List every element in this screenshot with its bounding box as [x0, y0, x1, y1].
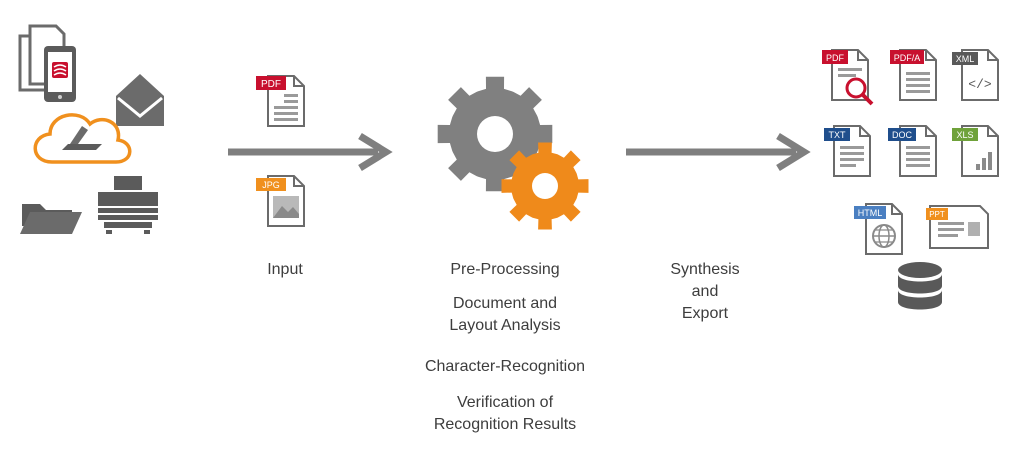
output-xls-badge: XLS — [956, 130, 973, 140]
doc-output-icon: DOC — [888, 125, 937, 177]
copier-device-icon — [98, 176, 158, 234]
mobile-documents-icon — [18, 24, 76, 102]
jpg-input-file-icon: JPG — [256, 175, 305, 227]
output-pdf-badge: PDF — [826, 53, 845, 63]
email-envelope-icon — [116, 74, 164, 126]
output-xml-badge: XML — [956, 54, 975, 64]
output-html-badge: HTML — [858, 208, 883, 218]
cloud-scanner-icon — [33, 113, 132, 164]
output-doc-badge: DOC — [892, 130, 913, 140]
code-brackets-icon: </> — [968, 77, 992, 92]
input-label: Input — [267, 261, 303, 278]
pdfa-output-icon: PDF/A — [890, 49, 937, 101]
pdf-search-output-icon: PDF — [822, 49, 874, 106]
txt-output-icon: TXT — [824, 125, 871, 177]
input-pdf-badge: PDF — [261, 79, 281, 90]
output-pdfa-badge: PDF/A — [894, 53, 921, 63]
database-icon — [898, 262, 942, 310]
output-txt-badge: TXT — [829, 130, 847, 140]
output-flow-arrow — [626, 133, 811, 171]
html-output-icon: HTML — [854, 203, 903, 255]
pdf-input-file-icon: PDF — [256, 75, 305, 127]
input-flow-arrow — [228, 133, 393, 171]
folder-icon — [20, 204, 82, 234]
step-character-recognition: Character-Recognition — [424, 358, 586, 375]
output-ppt-badge: PPT — [929, 210, 945, 219]
xml-output-icon: </> XML — [952, 49, 999, 101]
xls-output-icon: XLS — [952, 125, 999, 177]
orange-gear-icon — [501, 142, 589, 230]
input-jpg-badge: JPG — [262, 180, 280, 190]
ppt-output-icon: PPT — [926, 205, 989, 249]
step-pre-processing: Pre-Processing — [450, 261, 560, 278]
